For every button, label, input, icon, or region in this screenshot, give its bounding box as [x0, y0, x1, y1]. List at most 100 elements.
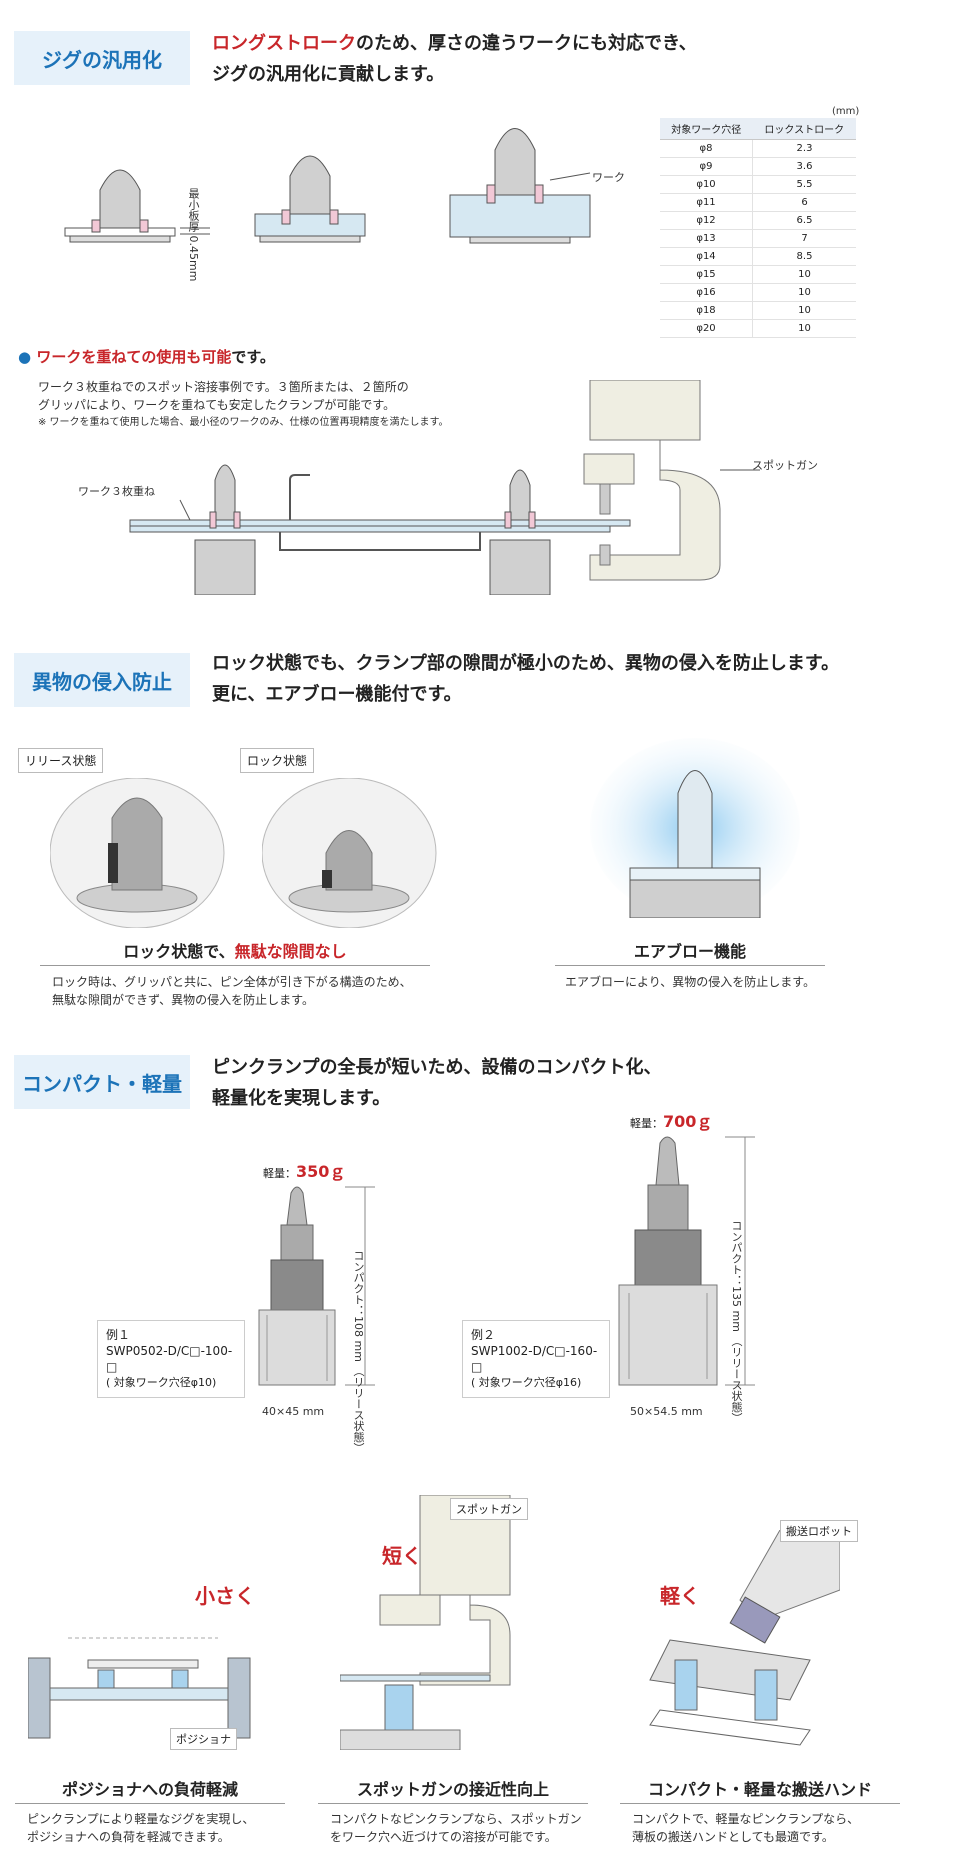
- example-model: SWP0502-D/C□-100-□: [106, 1344, 233, 1374]
- example-model: SWP1002-D/C□-160-□: [471, 1344, 598, 1374]
- benefit-body-line2: をワーク穴へ近づけての溶接が可能です。: [330, 1830, 557, 1844]
- cell: φ10: [660, 175, 754, 194]
- lead-line2: 更に、エアブロー機能付です。: [212, 684, 462, 705]
- cell: 10: [752, 301, 856, 320]
- cell: 3.6: [752, 157, 856, 176]
- pin-medium-work: [254, 155, 366, 243]
- weight-value: 350ｇ: [296, 1162, 346, 1181]
- release-state-photo: [50, 778, 225, 928]
- weight-label: 軽量：: [630, 1117, 663, 1130]
- cell: 10: [752, 319, 856, 338]
- robot-label: 搬送ロボット: [780, 1520, 858, 1542]
- lock-gap-body-line1: ロック時は、グリッパと共に、ピン全体が引き下がる構造のため、: [52, 975, 412, 989]
- example-bore: ( 対象ワーク穴径φ10): [106, 1376, 217, 1389]
- lead-text: のため、厚さの違うワークにも対応でき、: [356, 33, 697, 54]
- spot-gun-approach-illustration: [340, 1495, 511, 1750]
- benefit-title-2: スポットガンの接近性向上: [356, 1780, 549, 1799]
- lock-gap-prefix: ロック状態で、: [123, 942, 235, 961]
- benefit-title-3: コンパクト・軽量な搬送ハンド: [647, 1780, 872, 1799]
- divider: [40, 965, 430, 966]
- benefit-body-line1: ピンクランプにより軽量なジグを実現し、: [27, 1812, 255, 1826]
- section3-lead: ピンクランプの全長が短いため、設備のコンパクト化、 軽量化を実現します。: [212, 1052, 661, 1114]
- benefit-body-line1: コンパクトで、軽量なピンクランプなら、: [632, 1812, 860, 1826]
- cell: φ9: [660, 157, 754, 176]
- section-tag-versatility: ジグの汎用化: [14, 31, 190, 85]
- release-state-label: リリース状態: [18, 748, 104, 773]
- lock-gap-body-line2: 無駄な隙間ができず、異物の侵入を防止します。: [52, 993, 314, 1007]
- lead-line2: 軽量化を実現します。: [212, 1088, 391, 1109]
- cell: φ13: [660, 229, 754, 248]
- ex2-size: 50×54.5 mm: [630, 1405, 703, 1418]
- stacked-work-title: ● ワークを重ねての使用も可能です。: [18, 346, 275, 367]
- benefit-body-1: ピンクランプにより軽量なジグを実現し、 ポジショナへの負荷を軽減できます。: [27, 1810, 254, 1846]
- divider: [15, 1803, 285, 1804]
- spot-gun-label-2: スポットガン: [450, 1498, 528, 1520]
- cell: φ11: [660, 193, 754, 212]
- example-label: 例２: [471, 1328, 496, 1342]
- ex1-weight: 軽量：350ｇ: [263, 1158, 345, 1182]
- short-label: 短く: [382, 1544, 422, 1568]
- height-note: （リリース状態）: [730, 1335, 743, 1424]
- lock-gap-highlight: 無駄な隙間なし: [234, 942, 347, 961]
- table-header-bore: 対象ワーク穴径: [660, 118, 753, 140]
- height-value: コンパクト：135 mm: [730, 1220, 743, 1332]
- lock-state-photo: [262, 778, 437, 928]
- cell: φ8: [660, 139, 754, 158]
- lead-line1: ロック状態でも、クランプ部の隙間が極小のため、異物の侵入を防止します。: [212, 653, 840, 674]
- min-thickness-label: 最小板厚 0.45mm: [168, 188, 200, 281]
- divider: [318, 1803, 588, 1804]
- light-label: 軽く: [660, 1584, 700, 1608]
- cell: φ14: [660, 247, 754, 266]
- transfer-hand-illustration: [649, 1530, 840, 1746]
- air-blow-diagram: [590, 738, 800, 918]
- lead-highlight: ロングストローク: [212, 33, 356, 54]
- cell: φ12: [660, 211, 754, 230]
- cell: 7: [752, 229, 856, 248]
- section-tag-compact: コンパクト・軽量: [14, 1055, 190, 1109]
- cell: 10: [752, 283, 856, 302]
- benefit-body-3: コンパクトで、軽量なピンクランプなら、 薄板の搬送ハンドとしても最適です。: [632, 1810, 859, 1846]
- benefit-body-line2: 薄板の搬送ハンドとしても最適です。: [632, 1830, 834, 1844]
- cell: 10: [752, 265, 856, 284]
- weight-label: 軽量：: [263, 1167, 296, 1180]
- stacked-rest: です。: [231, 348, 275, 366]
- stacked-body-line1: ワーク３枚重ねでのスポット溶接事例です。３箇所または、２箇所の: [38, 380, 409, 394]
- cell: 2.3: [752, 139, 856, 158]
- section1-lead: ロングストロークのため、厚さの違うワークにも対応でき、 ジグの汎用化に貢献します…: [212, 28, 697, 90]
- lock-state-label: ロック状態: [240, 748, 315, 773]
- min-thickness-text: 最小板厚: [187, 188, 200, 232]
- lead-line1: ピンクランプの全長が短いため、設備のコンパクト化、: [212, 1057, 662, 1078]
- benefit-title-1: ポジショナへの負荷軽減: [61, 1780, 238, 1799]
- cell: 5.5: [752, 175, 856, 194]
- ex1-size: 40×45 mm: [262, 1405, 325, 1418]
- table-unit: (mm): [832, 106, 860, 117]
- lock-gap-body: ロック時は、グリッパと共に、ピン全体が引き下がる構造のため、 無駄な隙間ができず…: [52, 973, 412, 1009]
- positioner-illustration: [28, 1637, 251, 1739]
- example-label: 例１: [106, 1328, 131, 1342]
- cell: φ20: [660, 319, 754, 338]
- lock-gap-title: ロック状態で、無駄な隙間なし: [40, 938, 430, 962]
- cell: φ18: [660, 301, 754, 320]
- air-blow-body: エアブローにより、異物の侵入を防止します。: [565, 975, 816, 989]
- clamp-small-illustration: [258, 1186, 375, 1386]
- stacked-work-body: ワーク３枚重ねでのスポット溶接事例です。３箇所または、２箇所の グリッパにより、…: [38, 378, 449, 432]
- pin-thin-work: [64, 169, 210, 243]
- cell: φ16: [660, 283, 754, 302]
- section2-lead: ロック状態でも、クランプ部の隙間が極小のため、異物の侵入を防止します。 更に、エ…: [212, 648, 839, 710]
- example1-box: 例１ SWP0502-D/C□-100-□ ( 対象ワーク穴径φ10): [97, 1320, 245, 1398]
- min-thickness-value: 0.45mm: [187, 235, 200, 282]
- height-note: （リリース状態）: [352, 1365, 365, 1454]
- lead-text-line2: ジグの汎用化に貢献します。: [212, 64, 445, 85]
- benefit-body-line1: コンパクトなピンクランプなら、スポットガン: [330, 1812, 582, 1826]
